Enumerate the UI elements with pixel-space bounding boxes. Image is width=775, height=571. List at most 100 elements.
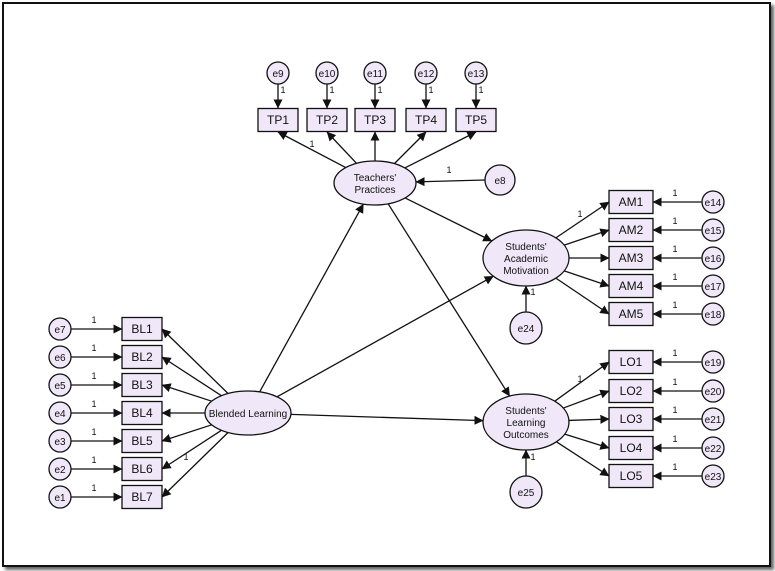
loading-tp-2: [326, 131, 357, 164]
latent-blended-learning: Blended Learning: [204, 390, 292, 436]
indicator-am4: [608, 273, 654, 299]
indicator-bl2-label: BL2: [131, 350, 153, 364]
error-e17-label: e17: [705, 282, 722, 293]
loading-tp-4: [393, 131, 427, 165]
error-e5: [48, 373, 72, 397]
error-e25-label: e25: [518, 488, 535, 499]
latent-teachers-practices-shape: [333, 160, 417, 206]
error-weight-lo-4: 1: [672, 434, 677, 444]
disturbance-weight-sam: 1: [530, 287, 535, 297]
error-e1: [48, 485, 72, 509]
latent-students-academic-motivation-label-line: Motivation: [503, 266, 549, 277]
loading-am-2: [563, 228, 610, 246]
indicator-bl5: [121, 428, 163, 454]
error-e23: [701, 464, 725, 488]
indicator-bl3: [121, 372, 163, 398]
indicator-am2-label: AM2: [619, 223, 644, 237]
error-e9-label: e9: [272, 69, 284, 80]
error-e1-label: e1: [54, 493, 66, 504]
loading-bl-7: [161, 432, 229, 498]
error-e6-label: e6: [54, 353, 66, 364]
error-weight-lo-5: 1: [672, 462, 677, 472]
indicator-lo1: [608, 349, 654, 375]
error-e17: [701, 274, 725, 298]
error-e10-label: e10: [319, 69, 336, 80]
indicator-lo2-label: LO2: [620, 384, 643, 398]
loading-am-5: [555, 277, 610, 315]
error-e12: [414, 61, 438, 85]
loading-bl-2: [161, 356, 222, 397]
latent-students-academic-motivation-label-line: Students': [505, 242, 546, 253]
indicator-tp5-label: TP5: [465, 113, 487, 127]
error-e24: [509, 311, 543, 345]
error-weight-tp-1: 1: [280, 85, 285, 95]
loading-weight-tp: 1: [309, 139, 314, 149]
error-weight-bl-2: 1: [91, 343, 96, 353]
error-e8-label: e8: [494, 176, 506, 187]
indicator-lo4-label: LO4: [620, 441, 643, 455]
error-e20: [701, 379, 725, 403]
error-e7-label: e7: [54, 325, 66, 336]
error-e9: [266, 61, 290, 85]
disturbance-weight-slo: 1: [530, 452, 535, 462]
indicator-am3-label: AM3: [619, 251, 644, 265]
error-e14: [701, 190, 725, 214]
error-e10: [315, 61, 339, 85]
error-e21: [701, 407, 725, 431]
error-weight-tp-2: 1: [329, 85, 334, 95]
loading-lo-3: [568, 414, 610, 424]
error-e22-label: e22: [705, 444, 722, 455]
error-e3: [48, 429, 72, 453]
indicator-lo4: [608, 435, 654, 461]
latent-teachers-practices: Teachers'Practices: [333, 160, 417, 206]
error-weight-am-3: 1: [672, 244, 677, 254]
error-weight-tp-4: 1: [428, 85, 433, 95]
path-bl-to-sam: [276, 275, 494, 398]
indicator-lo5: [608, 463, 654, 489]
error-e2-label: e2: [54, 465, 66, 476]
error-e11-label: e11: [367, 69, 383, 80]
path-bl-to-slo: [290, 413, 484, 425]
error-e19: [701, 350, 725, 374]
error-weight-lo-1: 1: [672, 348, 677, 358]
error-e12-label: e12: [418, 69, 435, 80]
loading-weight-bl: 1: [183, 452, 188, 462]
latent-students-academic-motivation-label-line: Academic: [504, 254, 548, 265]
latent-teachers-practices-label-line: Practices: [354, 185, 395, 196]
error-e25: [509, 475, 543, 509]
error-weight-tp-5: 1: [478, 85, 483, 95]
loading-lo-5: [556, 441, 610, 477]
disturbance-weight-tp: 1: [446, 165, 451, 175]
indicator-bl1-label: BL1: [131, 322, 153, 336]
error-e2: [48, 457, 72, 481]
latent-students-learning-outcomes-label-line: Outcomes: [503, 430, 549, 441]
indicator-tp3: [354, 107, 396, 133]
latent-teachers-practices-label-line: Teachers': [354, 173, 397, 184]
disturbance-path-tp: [415, 177, 486, 187]
error-weight-bl-6: 1: [91, 455, 96, 465]
error-e18-label: e18: [705, 310, 722, 321]
indicator-tp4: [405, 107, 447, 133]
error-e16-label: e16: [705, 254, 722, 265]
latent-blended-learning-shape: [204, 390, 292, 436]
indicator-bl1: [121, 316, 163, 342]
error-e13: [464, 61, 488, 85]
indicator-tp4-label: TP4: [415, 113, 437, 127]
error-e21-label: e21: [705, 415, 722, 426]
error-weight-tp-3: 1: [377, 85, 382, 95]
indicator-am1: [608, 189, 654, 215]
error-e19-label: e19: [705, 358, 722, 369]
error-e15-label: e15: [705, 226, 722, 237]
latent-blended-learning-label-line: Blended Learning: [209, 409, 287, 420]
error-e23-label: e23: [705, 472, 722, 483]
indicator-bl7-label: BL7: [131, 490, 153, 504]
latent-students-learning-outcomes-label-line: Learning: [507, 418, 546, 429]
error-e4-label: e4: [54, 409, 66, 420]
loading-lo-1: [554, 361, 610, 402]
error-weight-am-2: 1: [672, 216, 677, 226]
indicator-am1-label: AM1: [619, 195, 644, 209]
loading-am-1: [555, 201, 610, 239]
